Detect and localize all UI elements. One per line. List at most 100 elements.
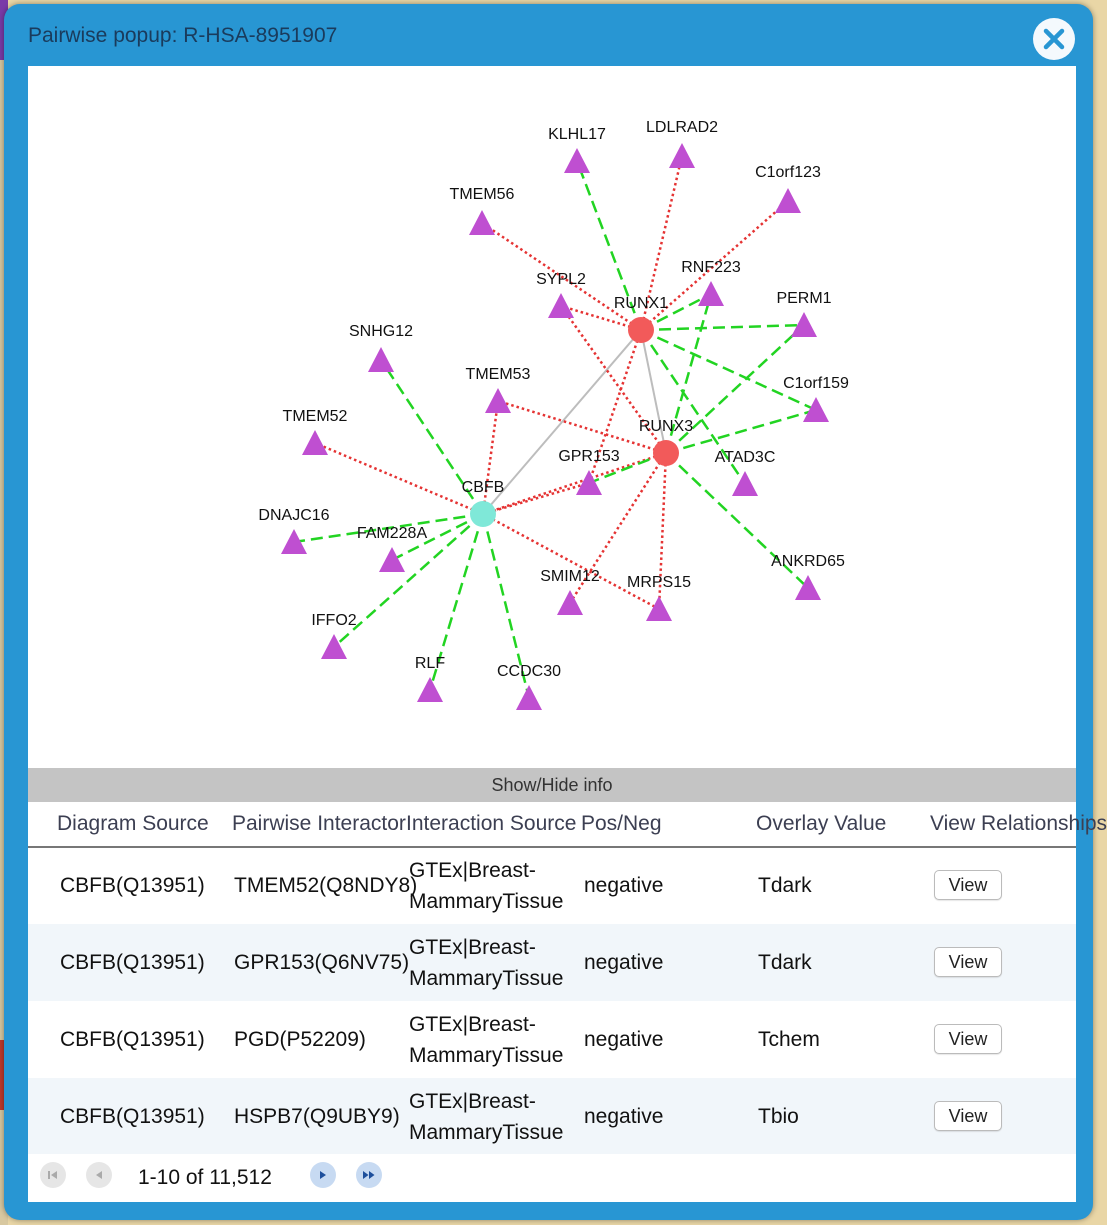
edge-runx1-cbfb — [482, 329, 642, 515]
node-label-iffo2: IFFO2 — [311, 612, 356, 629]
last-page-button[interactable] — [356, 1162, 382, 1188]
node-smim12[interactable] — [557, 590, 583, 615]
node-tmem52[interactable] — [302, 430, 328, 455]
node-sypl2[interactable] — [548, 293, 574, 318]
edge-cbfb-dnajc16 — [293, 512, 484, 544]
node-perm1[interactable] — [791, 312, 817, 337]
show-hide-info-toggle[interactable]: Show/Hide info — [28, 768, 1076, 802]
node-fam228a[interactable] — [379, 547, 405, 572]
cell-pos-neg: negative — [584, 1028, 664, 1051]
cell-interaction-source: GTEx|Breast- MammaryTissue — [409, 1086, 563, 1148]
node-iffo2[interactable] — [321, 634, 347, 659]
node-snhg12[interactable] — [368, 347, 394, 372]
next-page-button[interactable] — [310, 1162, 336, 1188]
node-rnf223[interactable] — [698, 281, 724, 306]
node-tmem56[interactable] — [469, 210, 495, 235]
column-header-pairwise-interactor[interactable]: Pairwise Interactor — [232, 812, 406, 835]
node-ankrd65[interactable] — [795, 575, 821, 600]
first-page-icon — [48, 1171, 57, 1179]
cell-pos-neg: negative — [584, 1105, 664, 1128]
edge-runx1-perm1 — [640, 323, 805, 332]
edge-runx3-cbfb — [482, 451, 667, 516]
view-button[interactable]: View — [934, 947, 1002, 977]
edge-runx1-runx3 — [640, 329, 667, 454]
edge-runx1-tmem56 — [481, 221, 642, 332]
node-label-ldlrad2: LDLRAD2 — [646, 119, 718, 136]
node-ccdc30[interactable] — [516, 685, 542, 710]
column-header-view-relationships[interactable]: View Relationships — [930, 812, 1107, 835]
table-row: CBFB(Q13951) GPR153(Q6NV75) GTEx|Breast-… — [28, 924, 1076, 1001]
view-button[interactable]: View — [934, 1101, 1002, 1131]
source-line: MammaryTissue — [409, 1044, 564, 1067]
node-label-tmem56: TMEM56 — [450, 186, 515, 203]
cell-pos-neg: negative — [584, 951, 664, 974]
node-c1orf123[interactable] — [775, 188, 801, 213]
edge-cbfb-rlf — [428, 513, 485, 691]
source-line: GTEx|Breast- — [409, 936, 536, 959]
edge-cbfb-gpr153 — [482, 481, 590, 516]
view-button[interactable]: View — [934, 870, 1002, 900]
column-header-overlay-value[interactable]: Overlay Value — [756, 812, 887, 835]
node-label-snhg12: SNHG12 — [349, 323, 413, 340]
node-dnajc16[interactable] — [281, 529, 307, 554]
edge-runx1-klhl17 — [575, 160, 643, 331]
node-label-tmem53: TMEM53 — [466, 366, 531, 383]
edge-runx3-mrps15 — [657, 452, 668, 610]
source-line: GTEx|Breast- — [409, 1090, 536, 1113]
first-page-button[interactable] — [40, 1162, 66, 1188]
node-runx1[interactable] — [628, 317, 654, 343]
node-rlf[interactable] — [417, 677, 443, 702]
page-range-text: 1-10 of 11,512 — [138, 1166, 272, 1189]
node-cbfb[interactable] — [470, 501, 496, 527]
column-header-interaction-source[interactable]: Interaction Source — [406, 812, 577, 835]
view-button[interactable]: View — [934, 1024, 1002, 1054]
node-label-ccdc30: CCDC30 — [497, 663, 561, 680]
node-ldlrad2[interactable] — [669, 143, 695, 168]
edge-runx3-sypl2 — [559, 305, 668, 454]
source-line: GTEx|Breast- — [409, 859, 536, 882]
node-runx3[interactable] — [653, 440, 679, 466]
close-x-icon — [1043, 28, 1065, 50]
source-line: GTEx|Breast- — [409, 1013, 536, 1036]
next-page-icon — [320, 1171, 326, 1179]
source-line: MammaryTissue — [409, 1121, 564, 1144]
column-header-diagram-source[interactable]: Diagram Source — [57, 812, 209, 835]
node-label-rlf: RLF — [415, 655, 445, 672]
edge-runx1-atad3c — [639, 329, 747, 485]
node-klhl17[interactable] — [564, 148, 590, 173]
edge-cbfb-tmem53 — [481, 400, 500, 515]
node-gpr153[interactable] — [576, 470, 602, 495]
pagination-bar: 1-10 of 11,512 — [28, 1154, 1076, 1202]
node-mrps15[interactable] — [646, 596, 672, 621]
node-label-cbfb: CBFB — [462, 479, 505, 496]
node-label-ankrd65: ANKRD65 — [771, 553, 845, 570]
cell-diagram-source: CBFB(Q13951) — [60, 1105, 205, 1128]
node-label-gpr153: GPR153 — [558, 448, 619, 465]
cell-diagram-source: CBFB(Q13951) — [60, 1028, 205, 1051]
node-tmem53[interactable] — [485, 388, 511, 413]
node-label-mrps15: MRPS15 — [627, 574, 691, 591]
edge-runx1-rnf223 — [640, 292, 712, 332]
column-header-pos-neg[interactable]: Pos/Neg — [581, 812, 662, 835]
node-label-rnf223: RNF223 — [681, 259, 741, 276]
node-label-smim12: SMIM12 — [540, 568, 600, 585]
node-label-c1orf159: C1orf159 — [783, 375, 849, 392]
cell-overlay-value: Tchem — [758, 1028, 820, 1051]
node-atad3c[interactable] — [732, 471, 758, 496]
cell-interaction-source: GTEx|Breast-MammaryTissue — [409, 932, 563, 994]
edge-runx3-c1orf159 — [665, 408, 817, 455]
node-c1orf159[interactable] — [803, 397, 829, 422]
table-row: CBFB(Q13951) PGD(P52209) GTEx|Breast-Mam… — [28, 1001, 1076, 1078]
node-label-c1orf123: C1orf123 — [755, 164, 821, 181]
cell-diagram-source: CBFB(Q13951) — [60, 874, 205, 897]
edge-cbfb-ccdc30 — [481, 513, 531, 699]
cell-interactor: TMEM52(Q8NDY8) — [234, 874, 418, 897]
node-label-sypl2: SYPL2 — [536, 271, 586, 288]
table-row: CBFB(Q13951) HSPB7(Q9UBY9) GTEx|Breast-M… — [28, 1078, 1076, 1155]
close-button[interactable] — [1033, 18, 1075, 60]
prev-page-button[interactable] — [86, 1162, 112, 1188]
edge-cbfb-snhg12 — [379, 359, 485, 515]
